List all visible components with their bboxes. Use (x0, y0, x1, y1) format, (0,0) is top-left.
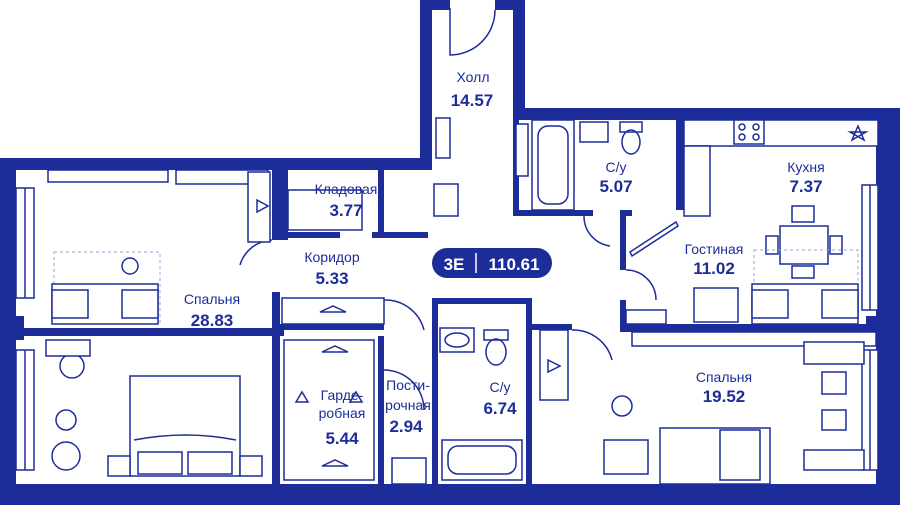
room-name: Кухня (787, 159, 824, 175)
room-name: С/у (606, 159, 627, 175)
room-name: Коридор (304, 249, 360, 265)
room-area: 6.74 (483, 399, 517, 418)
room-area: 5.07 (599, 177, 632, 196)
room-name: Кладовая (315, 181, 378, 197)
bed-icon (659, 427, 771, 485)
window-icon (861, 349, 879, 471)
hanger-icon (321, 459, 349, 467)
room-bedroom1: Спальня 28.83 (184, 291, 240, 330)
bathtub-icon (531, 119, 575, 211)
bathtub-icon (441, 439, 523, 481)
door-arc-icon (571, 329, 613, 361)
door-arc-icon (383, 299, 425, 331)
hanger-icon (319, 305, 347, 313)
plant-icon (611, 395, 633, 417)
chair-icon (693, 287, 739, 323)
room-name: Холл (457, 69, 490, 85)
window-icon (861, 184, 879, 311)
room-laundry: Пости- рочная 2.94 (385, 377, 431, 436)
room-name: Спальня (696, 369, 752, 385)
door-arc-icon (583, 215, 611, 247)
toilet-icon (483, 329, 509, 366)
room-bedroom2: Спальня 19.52 (696, 369, 752, 406)
room-pantry: Кладовая 3.77 (315, 181, 378, 220)
hanger-icon (294, 390, 310, 403)
stove-icon (733, 119, 765, 145)
room-name: С/у (490, 379, 511, 395)
hanger-icon (348, 390, 364, 403)
room-wardrobe: Гарде- робная 5.44 (319, 387, 366, 448)
door-arc-icon (383, 369, 425, 411)
furniture (45, 117, 879, 485)
sink-icon (439, 327, 475, 353)
room-name: Гостиная (685, 241, 744, 257)
sink-icon (579, 121, 609, 143)
room-area: 28.83 (191, 311, 234, 330)
sofa-icon (51, 251, 161, 325)
window-icon (15, 349, 35, 471)
door-arc-icon (625, 269, 657, 301)
room-area: 14.57 (451, 91, 494, 110)
windows (15, 184, 879, 471)
room-area: 2.94 (389, 417, 423, 436)
hanger-icon (256, 198, 270, 214)
doors (239, 8, 657, 411)
room-name-line1: Гарде- (321, 387, 364, 403)
room-name-line2: рочная (385, 397, 431, 413)
room-area: 19.52 (703, 387, 746, 406)
room-name-line1: Пости- (386, 377, 430, 393)
room-corridor: Коридор 5.33 (304, 249, 360, 288)
apartment-total-area: 110.61 (488, 255, 539, 274)
plant-icon (45, 339, 91, 471)
toilet-icon (619, 121, 643, 155)
room-name: Спальня (184, 291, 240, 307)
bed-icon (107, 375, 263, 477)
apartment-badge: 3E 110.61 (432, 248, 552, 278)
window-icon (15, 187, 35, 299)
room-kitchen: Кухня 7.37 (787, 159, 824, 196)
sofa-icon (751, 249, 859, 325)
room-area: 3.77 (329, 201, 362, 220)
door-arc-icon (449, 8, 496, 56)
room-living: Гостиная 11.02 (685, 241, 744, 278)
room-name-line2: робная (319, 405, 366, 421)
plant-icon (847, 124, 869, 142)
door-arc-icon (239, 239, 273, 266)
room-labels: Холл 14.57 С/у 5.07 Кухня 7.37 Кладовая … (184, 69, 825, 448)
room-hall: Холл 14.57 (451, 69, 494, 110)
table-icon (765, 205, 843, 279)
room-area: 11.02 (693, 259, 735, 278)
room-bath2: С/у 6.74 (483, 379, 517, 418)
washer-icon (391, 457, 427, 485)
apartment-type: 3E (444, 255, 465, 274)
room-area: 5.44 (325, 429, 359, 448)
hanger-icon (321, 345, 349, 353)
chair-icon (603, 439, 649, 475)
hanger-icon (547, 358, 562, 374)
room-area: 7.37 (789, 177, 822, 196)
table-icon (803, 341, 865, 471)
room-bath1: С/у 5.07 (599, 159, 632, 196)
room-area: 5.33 (315, 269, 348, 288)
